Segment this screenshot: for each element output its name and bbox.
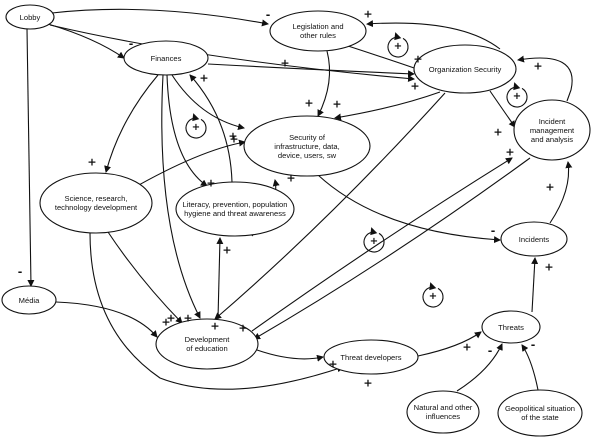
edge-sign: +	[363, 7, 373, 21]
edge-sign: +	[222, 243, 232, 257]
edge-sign: -	[17, 265, 23, 279]
edge-sign: +	[210, 319, 220, 333]
edge-sign: +	[410, 79, 420, 93]
feedback-loop-sign: +	[428, 291, 438, 302]
feedback-loop-sign: +	[393, 41, 403, 52]
edge-legislation-to-org-security	[344, 44, 421, 72]
edge-lobby-to-finances	[47, 23, 125, 59]
edge-sign: +	[229, 132, 239, 146]
edge-geopolitical-to-threats	[521, 344, 539, 391]
feedback-loop-icon	[363, 231, 385, 253]
feedback-loop-icon	[422, 286, 444, 308]
edge-sign: +	[87, 155, 97, 169]
node-natural	[406, 390, 480, 434]
edge-lobby-to-org-security	[49, 24, 415, 82]
edge-science-to-threat-developers	[89, 232, 344, 390]
node-threat-developers	[323, 339, 419, 375]
edge-science-to-security-infra	[129, 139, 246, 191]
edge-finances-to-org-security	[207, 63, 415, 78]
edge-sign: -	[128, 37, 134, 51]
edge-finances-to-science	[104, 74, 159, 173]
edge-sign: +	[505, 145, 515, 159]
edge-lobby-to-media	[26, 28, 35, 287]
edge-incident-mgmt-to-education	[253, 157, 531, 340]
edge-incident-mgmt-to-org-security	[517, 55, 573, 102]
edge-sign: +	[161, 315, 171, 329]
feedback-loop-icon	[506, 86, 528, 108]
node-threats	[481, 310, 541, 344]
edge-sign: +	[280, 56, 290, 70]
edge-sign: +	[493, 125, 503, 139]
edge-org-security-to-legislation	[366, 20, 501, 50]
node-lobby	[5, 4, 55, 30]
node-incidents	[500, 221, 568, 257]
feedback-loop-arrowhead	[370, 227, 378, 236]
edge-threat-developers-to-threats	[417, 331, 482, 357]
edge-sign: -	[490, 224, 496, 238]
edge-org-security-to-incident-mgmt	[489, 90, 516, 128]
feedback-loop-arrowhead	[429, 282, 437, 291]
edge-sign: +	[413, 52, 423, 66]
edge-org-security-to-education	[214, 92, 446, 320]
feedback-loop-sign: +	[369, 236, 379, 247]
edge-sign: +	[228, 129, 238, 143]
node-literacy	[175, 181, 295, 237]
node-science	[39, 172, 153, 234]
node-education	[155, 318, 259, 370]
feedback-loop-sign: +	[512, 91, 522, 102]
feedback-loop-arrowhead	[192, 113, 200, 122]
edge-media-to-education	[55, 301, 158, 338]
edge-security-infra-to-incidents	[317, 174, 501, 244]
edge-incidents-to-incident-mgmt	[549, 161, 573, 224]
edge-sign: +	[328, 357, 338, 371]
edge-sign: +	[533, 59, 543, 73]
edge-finances-to-literacy	[166, 74, 208, 187]
edge-lobby-to-legislation	[51, 8, 269, 27]
edge-legislation-to-security-infra	[317, 50, 331, 117]
edge-sign: +	[545, 180, 555, 194]
edge-education-to-incident-mgmt	[251, 157, 513, 332]
feedback-loop-sign: +	[191, 122, 201, 133]
edge-literacy-to-finances	[189, 74, 233, 183]
feedback-loop-icon	[387, 36, 409, 58]
edge-sign: -	[265, 8, 271, 22]
node-geopolitical	[497, 389, 583, 437]
edge-natural-to-threats	[456, 343, 503, 392]
edge-sign: +	[238, 321, 248, 335]
edge-sign: +	[363, 376, 373, 390]
edge-sign: +	[462, 340, 472, 354]
edge-sign: +	[183, 311, 193, 325]
node-media	[1, 285, 57, 315]
edge-sign: -	[487, 344, 493, 358]
feedback-loop-icon	[185, 117, 207, 139]
edge-sign: +	[544, 260, 554, 274]
edge-sign: +	[206, 176, 216, 190]
edge-org-security-to-security-infra	[334, 91, 441, 121]
node-security-infra	[243, 115, 371, 177]
node-finances	[123, 40, 209, 76]
edge-sign: -	[530, 338, 536, 352]
feedback-loop-arrowhead	[513, 82, 521, 91]
edge-education-to-literacy	[216, 237, 224, 320]
edge-sign: +	[332, 97, 342, 111]
edge-threats-to-incidents	[531, 257, 539, 313]
edge-finances-to-education	[161, 74, 201, 319]
edge-sign: +	[199, 71, 209, 85]
edge-sign: +	[304, 96, 314, 110]
edge-science-to-education	[107, 231, 183, 324]
edge-sign: +	[286, 171, 296, 185]
edge-finances-to-security-infra	[171, 74, 245, 131]
edge-sign: +	[166, 311, 176, 325]
node-legislation	[269, 10, 367, 52]
node-incident-mgmt	[513, 99, 591, 161]
feedback-loop-arrowhead	[394, 32, 402, 41]
edge-education-to-threat-developers	[256, 349, 324, 362]
node-org-security	[413, 44, 517, 94]
